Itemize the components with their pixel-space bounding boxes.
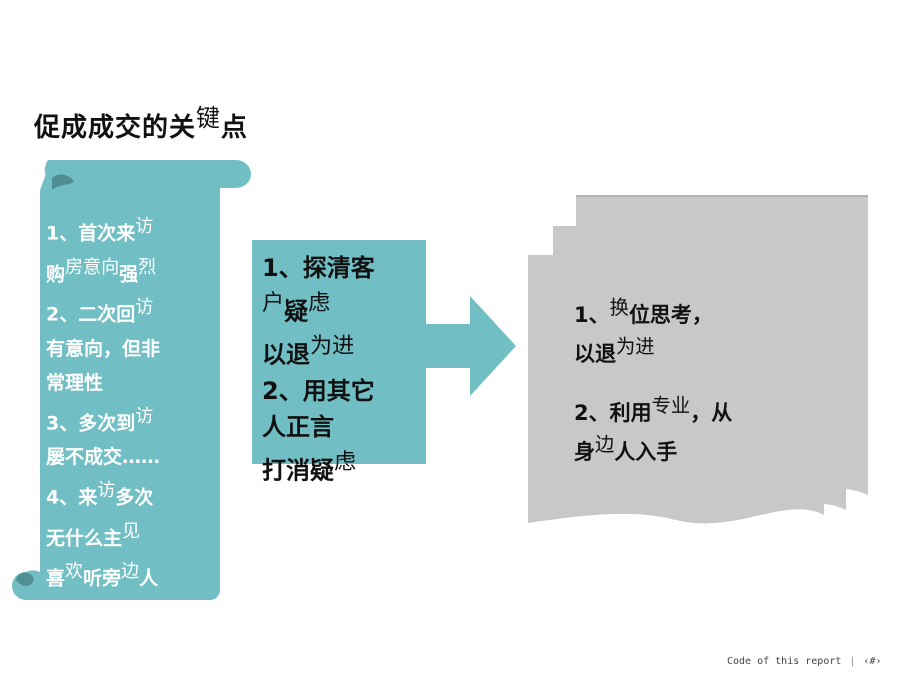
strategy-box <box>252 240 426 464</box>
doc-p1-1b: 换 <box>609 296 629 319</box>
scroll-item-4-segment: 见 <box>84 602 103 624</box>
scroll-item-4-segment: 欢 <box>65 561 84 583</box>
scroll-item-1-segment: 烈 <box>138 256 157 278</box>
scroll-item-4-segment: 人 <box>139 568 159 591</box>
doc-point-1-line-2: 以退为进 <box>574 331 804 370</box>
strategy-line-5: 人正言 <box>262 409 422 445</box>
title-raised-char: 键 <box>196 104 221 132</box>
doc-p1-2a: 以退 <box>574 342 616 367</box>
doc-p1-1a: 1、 <box>574 303 610 328</box>
strategy-line-6a: 打消疑 <box>262 455 334 484</box>
doc-point-2-line-2: 身边人入手 <box>574 429 804 468</box>
strategy-line-1: 1、探清客 <box>262 250 422 286</box>
right-arrow-icon <box>426 296 516 396</box>
doc-point-2-line-1: 2、利用专业，从 <box>574 390 804 429</box>
doc-p1-1c: 位思考， <box>628 303 713 328</box>
doc-p2-1b: 专业 <box>651 394 691 418</box>
scroll-item-4-segment: 见 <box>122 520 141 542</box>
scroll-item-4-segment: 听旁 <box>83 568 122 591</box>
doc-point-1: 1、换位思考， 以退为进 <box>574 292 804 370</box>
scroll-item-4-segment: …… <box>102 608 141 631</box>
scroll-item-1-segment: 1、首次来 <box>46 222 136 245</box>
strategy-line-2a: 户 <box>262 291 285 316</box>
stacked-documents-shape <box>528 195 868 524</box>
slide-title: 促成成交的关键点 <box>34 98 248 144</box>
scroll-item-1-segment: 购 <box>46 263 66 286</box>
strategy-line-3b: 为进 <box>310 334 355 360</box>
strategy-line-5-text: 人正言 <box>262 412 334 441</box>
strategy-line-6: 打消疑虑 <box>262 445 422 488</box>
strategy-line-2b: 疑 <box>284 297 309 326</box>
strategy-line-4-text: 2、用其它 <box>262 376 375 405</box>
footer-page-number: ‹#› <box>863 656 882 667</box>
scroll-item-4-segment: 无什么主 <box>46 527 123 550</box>
strategy-line-2: 户疑虑 <box>262 286 422 329</box>
scroll-item-2-segment: 2、二次回 <box>46 303 136 326</box>
strategy-line-6b: 虑 <box>334 449 357 475</box>
scroll-item-4-line-1: 4、来访多次 <box>46 474 206 515</box>
footer-separator: | <box>849 656 856 667</box>
scroll-shape <box>12 160 251 600</box>
scroll-item-4-line-4: 的意见…… <box>46 596 206 637</box>
scroll-item-3-segment: 访 <box>135 405 154 427</box>
scroll-item-3-segment: 屡不成交…… <box>46 446 161 469</box>
scroll-item-2-line-2: 有意向，但非 <box>46 332 206 366</box>
title-text: 促成成交的关 <box>34 113 197 144</box>
scroll-item-4-segment: 4、来 <box>46 486 98 509</box>
scroll-item-3-segment: 3、多次到 <box>46 412 136 435</box>
scroll-item-3-line-1: 3、多次到访 <box>46 400 206 441</box>
slide-footer: Code of this report | ‹#› <box>727 656 881 667</box>
scroll-item-4-line-3: 喜欢听旁边人 <box>46 555 206 596</box>
footer-label: Code of this report <box>727 656 842 667</box>
scroll-item-4-line-2: 无什么主见 <box>46 515 206 556</box>
scroll-item-2-line-1: 2、二次回访 <box>46 291 206 332</box>
document-text: 1、换位思考， 以退为进 2、利用专业，从 身边人入手 <box>574 292 804 488</box>
strategy-line-3: 以退为进 <box>262 329 422 372</box>
strategy-line-1-text: 1、探清客 <box>262 254 375 282</box>
strategy-line-4: 2、用其它 <box>262 373 422 409</box>
scroll-item-1-segment: 房意向 <box>65 256 120 278</box>
scroll-banner <box>8 160 253 600</box>
scroll-item-1-line-2: 购房意向强烈 <box>46 251 206 292</box>
doc-p2-2b: 边 <box>595 433 615 457</box>
doc-point-2: 2、利用专业，从 身边人入手 <box>574 390 804 468</box>
doc-p1-2b: 为进 <box>616 335 655 359</box>
scroll-item-2-segment: 常理性 <box>46 371 104 394</box>
doc-p2-1a: 2、利用 <box>574 401 652 426</box>
scroll-item-2-line-3: 常理性 <box>46 366 206 400</box>
scroll-item-1-line-1: 1、首次来访 <box>46 210 206 251</box>
title-tail: 点 <box>220 113 248 144</box>
scroll-item-4-segment: 边 <box>121 561 140 583</box>
doc-point-1-line-1: 1、换位思考， <box>574 292 804 331</box>
scroll-item-1-segment: 强 <box>119 263 139 286</box>
scroll-item-1-segment: 访 <box>135 216 154 237</box>
strategy-line-2c: 虑 <box>308 291 331 316</box>
scroll-item-4-segment: 的意 <box>46 608 85 631</box>
scroll-item-4-segment: 访 <box>97 480 116 502</box>
scroll-item-2-segment: 访 <box>135 297 154 319</box>
scroll-item-3-line-2: 屡不成交…… <box>46 440 206 474</box>
doc-p2-2a: 身 <box>574 440 595 465</box>
scroll-item-2-segment: 有意向，但非 <box>46 337 161 360</box>
doc-p2-2c: 人入手 <box>614 440 678 465</box>
doc-p2-1c: ，从 <box>690 401 733 426</box>
scroll-item-4-segment: 多次 <box>115 486 154 509</box>
strategy-line-3a: 以退 <box>262 340 310 369</box>
scroll-item-4-segment: 喜 <box>46 568 66 591</box>
strategy-text: 1、探清客 户疑虑 以退为进 2、用其它 人正言 打消疑虑 <box>262 250 422 488</box>
